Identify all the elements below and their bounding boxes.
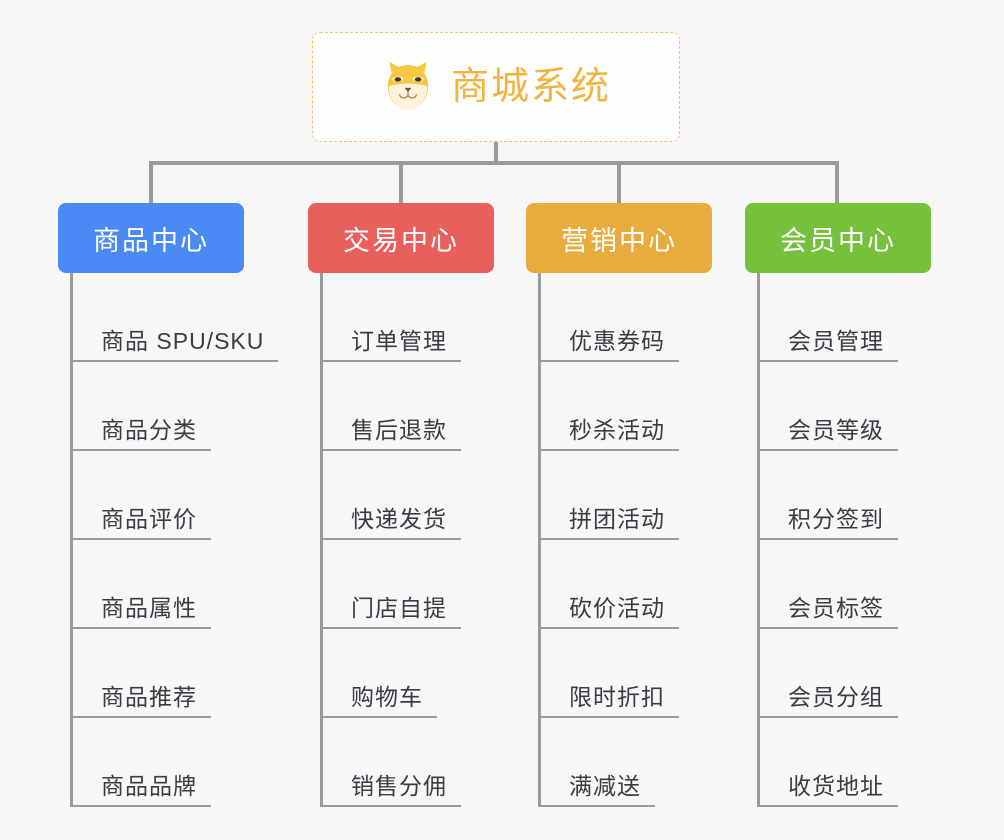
list-item[interactable]: 售后退款 <box>320 362 538 451</box>
branch-column-2: 交易中心 订单管理 售后退款 快递发货 门店自提 购物车 <box>308 203 538 807</box>
branch-column-3: 营销中心 优惠券码 秒杀活动 拼团活动 砍价活动 限时折扣 <box>526 203 756 807</box>
root-node-label: 商城系统 <box>450 66 611 108</box>
category-header-2[interactable]: 交易中心 <box>308 203 494 273</box>
list-item[interactable]: 拼团活动 <box>538 451 756 540</box>
leaf-label: 会员等级 <box>758 411 898 451</box>
leaf-label: 积分签到 <box>758 500 898 540</box>
leaf-label: 满减送 <box>539 767 655 807</box>
connector-drop-branch-4 <box>835 161 839 205</box>
leaf-label: 秒杀活动 <box>539 411 679 451</box>
leaf-group-1: 商品 SPU/SKU 商品分类 商品评价 商品属性 商品推荐 商品品牌 <box>70 273 318 807</box>
branch-spine-3 <box>538 273 541 807</box>
list-item[interactable]: 会员标签 <box>757 540 975 629</box>
list-item[interactable]: 会员分组 <box>757 629 975 718</box>
leaf-list-2: 订单管理 售后退款 快递发货 门店自提 购物车 销售分佣 <box>320 273 538 807</box>
list-item[interactable]: 商品品牌 <box>70 718 318 807</box>
category-header-3-label: 营销中心 <box>561 225 677 256</box>
list-item[interactable]: 秒杀活动 <box>538 362 756 451</box>
branch-spine-1 <box>70 273 73 807</box>
leaf-label: 收货地址 <box>758 767 898 807</box>
list-item[interactable]: 优惠券码 <box>538 273 756 362</box>
list-item[interactable]: 商品属性 <box>70 540 318 629</box>
list-item[interactable]: 收货地址 <box>757 718 975 807</box>
leaf-label: 拼团活动 <box>539 500 679 540</box>
leaf-label: 快递发货 <box>321 500 461 540</box>
leaf-label: 会员分组 <box>758 678 898 718</box>
category-header-4[interactable]: 会员中心 <box>745 203 931 273</box>
root-node[interactable]: 商城系统 <box>312 32 680 142</box>
leaf-list-4: 会员管理 会员等级 积分签到 会员标签 会员分组 收货地址 <box>757 273 975 807</box>
category-header-1-label: 商品中心 <box>93 225 209 256</box>
shiba-inu-logo-icon <box>381 60 435 114</box>
leaf-group-2: 订单管理 售后退款 快递发货 门店自提 购物车 销售分佣 <box>320 273 538 807</box>
leaf-label: 商品评价 <box>71 500 211 540</box>
list-item[interactable]: 商品分类 <box>70 362 318 451</box>
list-item[interactable]: 门店自提 <box>320 540 538 629</box>
list-item[interactable]: 积分签到 <box>757 451 975 540</box>
leaf-label: 售后退款 <box>321 411 461 451</box>
leaf-label: 限时折扣 <box>539 678 679 718</box>
leaf-list-1: 商品 SPU/SKU 商品分类 商品评价 商品属性 商品推荐 商品品牌 <box>70 273 318 807</box>
leaf-list-3: 优惠券码 秒杀活动 拼团活动 砍价活动 限时折扣 满减送 <box>538 273 756 807</box>
leaf-label: 会员管理 <box>758 322 898 362</box>
leaf-label: 销售分佣 <box>321 767 461 807</box>
leaf-label: 购物车 <box>321 678 437 718</box>
leaf-label: 商品属性 <box>71 589 211 629</box>
leaf-label: 会员标签 <box>758 589 898 629</box>
branch-spine-4 <box>757 273 760 807</box>
leaf-label: 门店自提 <box>321 589 461 629</box>
list-item[interactable]: 订单管理 <box>320 273 538 362</box>
leaf-group-4: 会员管理 会员等级 积分签到 会员标签 会员分组 收货地址 <box>757 273 975 807</box>
connector-drop-branch-1 <box>149 161 153 205</box>
branch-spine-2 <box>320 273 323 807</box>
leaf-label: 订单管理 <box>321 322 461 362</box>
list-item[interactable]: 商品评价 <box>70 451 318 540</box>
list-item[interactable]: 限时折扣 <box>538 629 756 718</box>
leaf-label: 商品 SPU/SKU <box>71 322 279 362</box>
leaf-group-3: 优惠券码 秒杀活动 拼团活动 砍价活动 限时折扣 满减送 <box>538 273 756 807</box>
leaf-label: 优惠券码 <box>539 322 679 362</box>
connector-drop-branch-3 <box>617 161 621 205</box>
leaf-label: 商品品牌 <box>71 767 211 807</box>
category-header-1[interactable]: 商品中心 <box>58 203 244 273</box>
branch-column-1: 商品中心 商品 SPU/SKU 商品分类 商品评价 商品属性 商品推荐 <box>58 203 318 807</box>
list-item[interactable]: 满减送 <box>538 718 756 807</box>
connector-root-stem <box>494 142 498 164</box>
category-header-3[interactable]: 营销中心 <box>526 203 712 273</box>
category-header-4-label: 会员中心 <box>780 225 896 256</box>
connector-drop-branch-2 <box>399 161 403 205</box>
list-item[interactable]: 商品推荐 <box>70 629 318 718</box>
list-item[interactable]: 会员等级 <box>757 362 975 451</box>
category-header-2-label: 交易中心 <box>343 225 459 256</box>
list-item[interactable]: 会员管理 <box>757 273 975 362</box>
leaf-label: 商品分类 <box>71 411 211 451</box>
list-item[interactable]: 销售分佣 <box>320 718 538 807</box>
branch-column-4: 会员中心 会员管理 会员等级 积分签到 会员标签 会员分组 <box>745 203 975 807</box>
list-item[interactable]: 砍价活动 <box>538 540 756 629</box>
list-item[interactable]: 购物车 <box>320 629 538 718</box>
list-item[interactable]: 商品 SPU/SKU <box>70 273 318 362</box>
connector-horizontal-bar <box>149 161 839 165</box>
leaf-label: 商品推荐 <box>71 678 211 718</box>
list-item[interactable]: 快递发货 <box>320 451 538 540</box>
leaf-label: 砍价活动 <box>539 589 679 629</box>
